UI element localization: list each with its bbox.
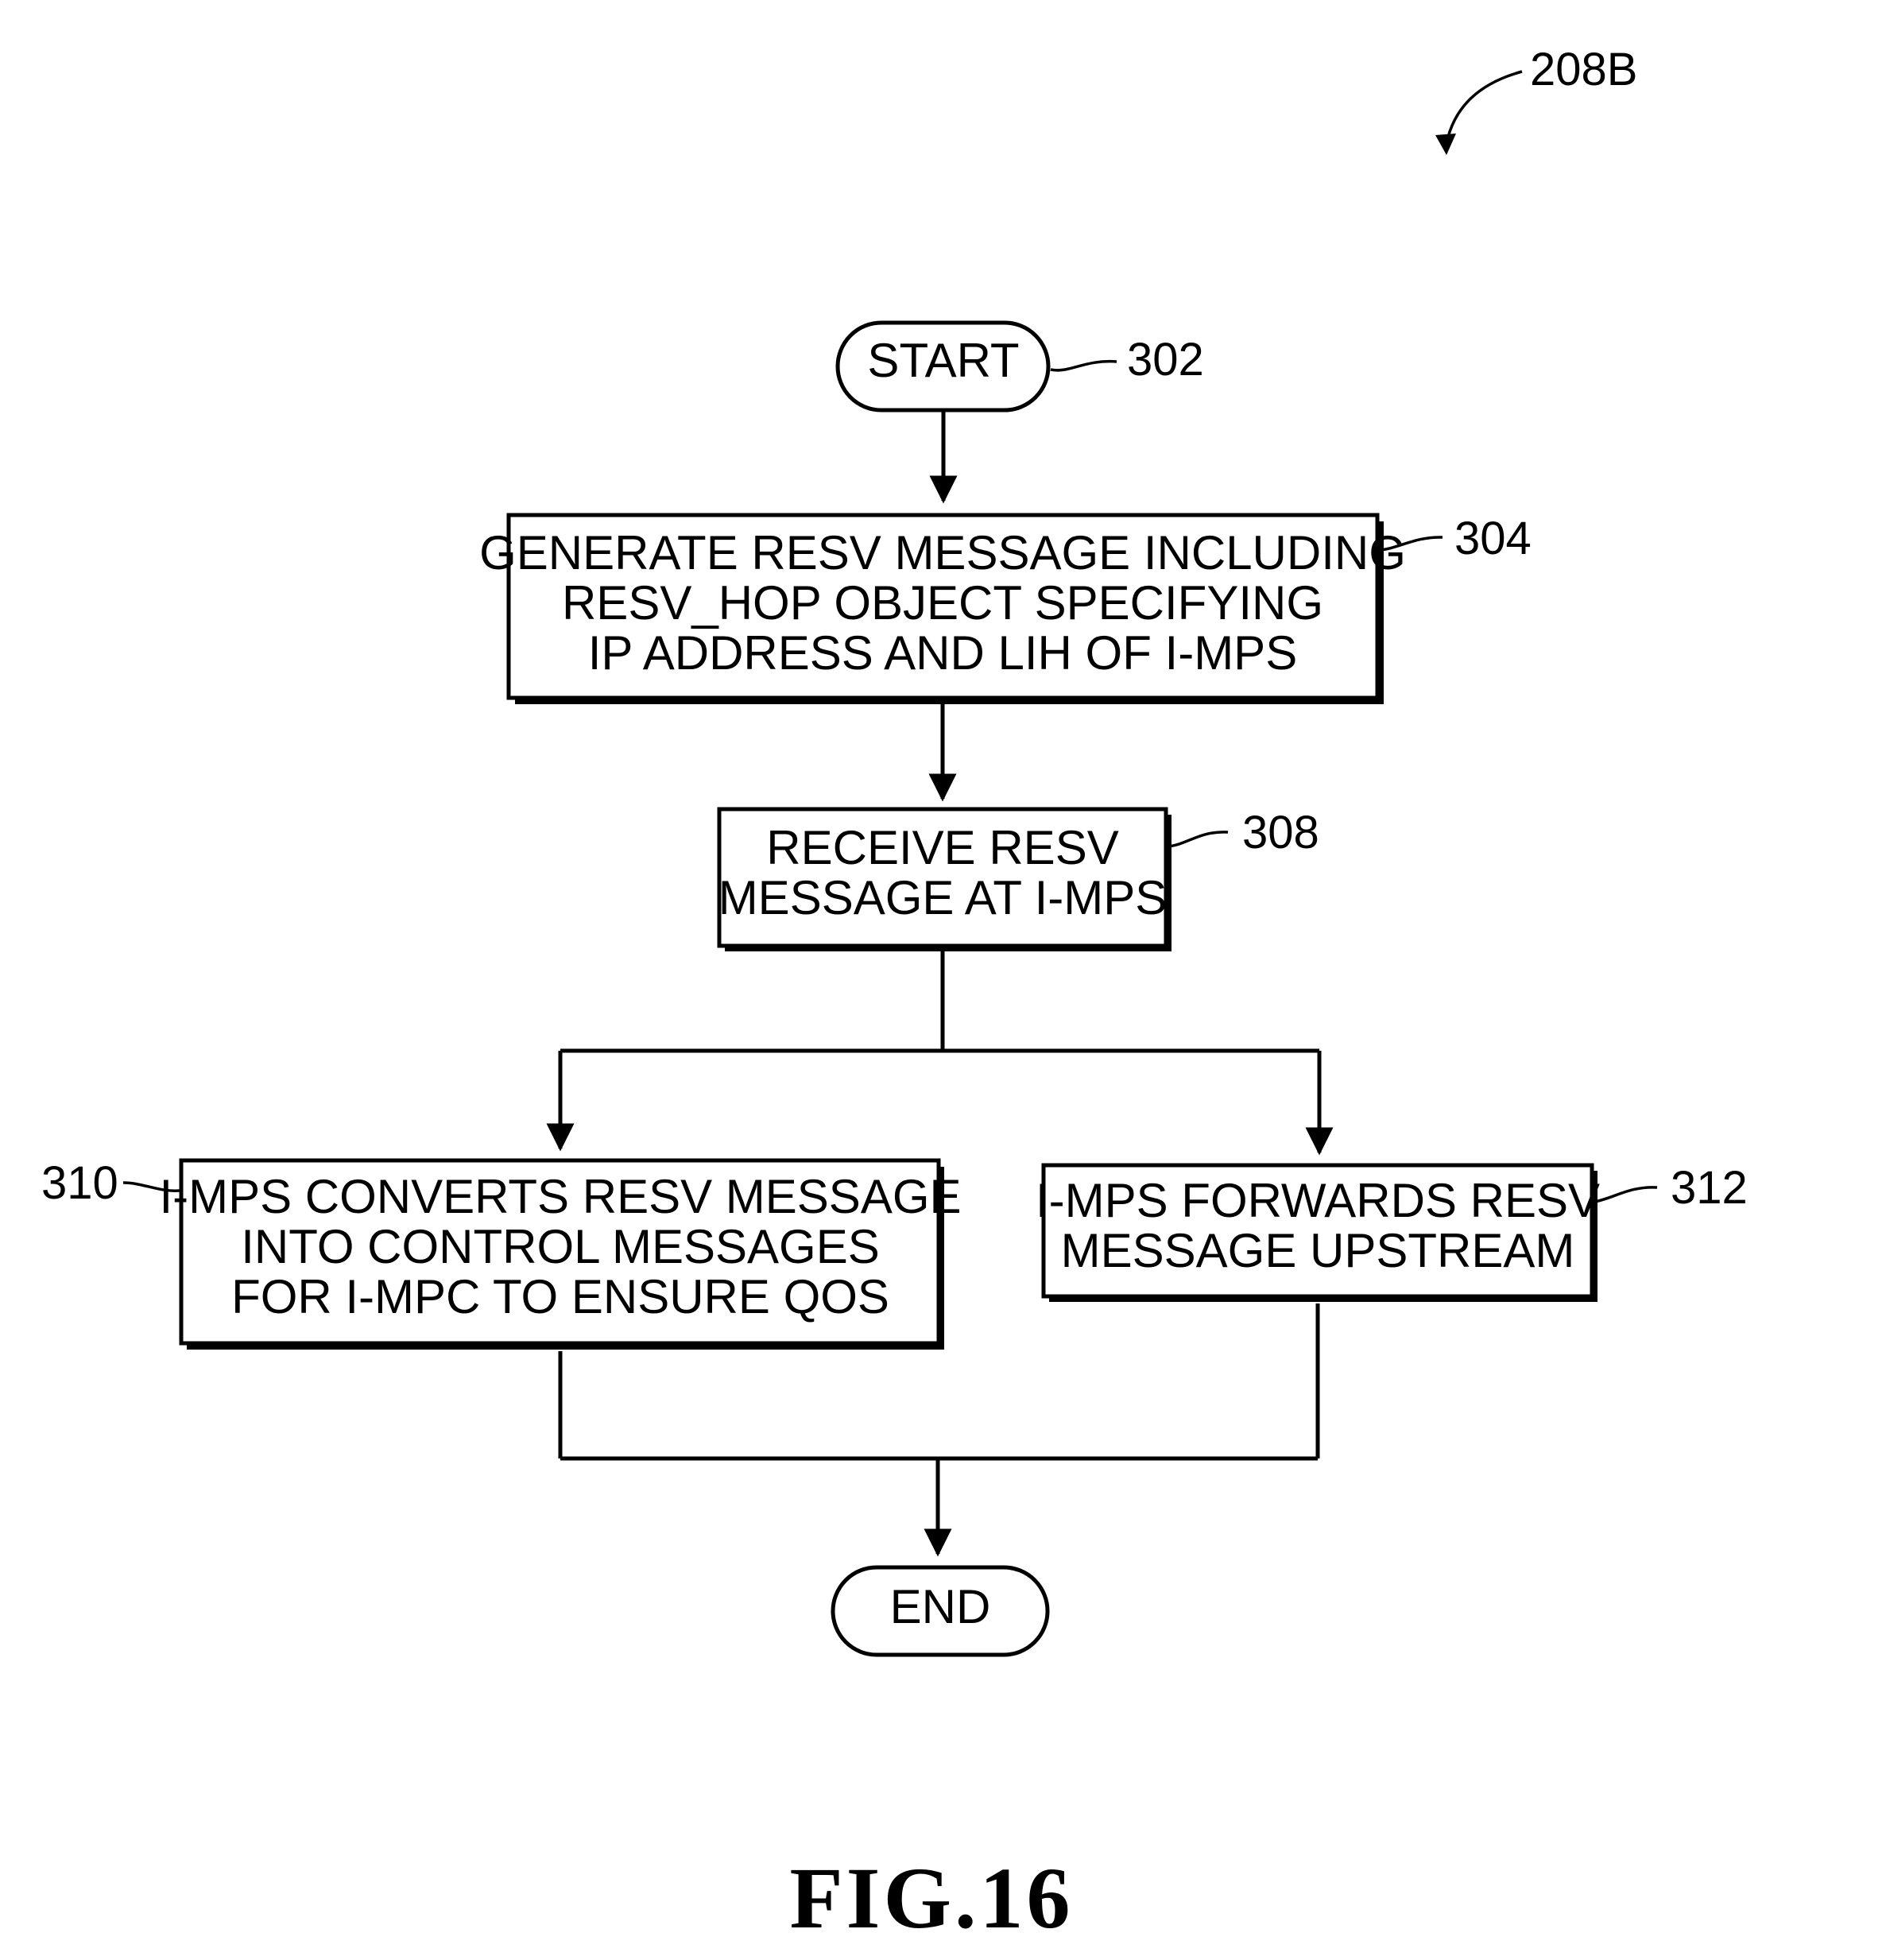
forward-line-2: MESSAGE UPSTREAM [1061, 1224, 1575, 1277]
forward-line-1: I-MPS FORWARDS RESV [1036, 1174, 1600, 1227]
generate-line-3: IP ADDRESS AND LIH OF I-MPS [588, 626, 1297, 680]
receive-ref-label: 308 [1242, 807, 1319, 858]
convert-ref-label: 310 [41, 1157, 118, 1209]
generate-line-1: GENERATE RESV MESSAGE INCLUDING [479, 526, 1406, 579]
receive-line-2: MESSAGE AT I-MPS [718, 871, 1168, 924]
generate-process-box: GENERATE RESV MESSAGE INCLUDING RESV_HOP… [479, 515, 1406, 704]
figure-ref-group: 208B [1435, 44, 1637, 155]
generate-ref-label: 304 [1454, 513, 1532, 564]
figure-title: FIG.16 [789, 1850, 1073, 1946]
figure-ref-label: 208B [1530, 44, 1637, 95]
end-terminal: END [833, 1567, 1048, 1655]
receive-ref-leader [1168, 832, 1228, 846]
forward-ref-label: 312 [1671, 1162, 1748, 1214]
branch-connector [560, 947, 1319, 1152]
convert-line-2: INTO CONTROL MESSAGES [241, 1220, 879, 1273]
start-ref-leader [1051, 362, 1117, 370]
start-terminal: START [838, 323, 1048, 410]
convert-line-1: I-MPS CONVERTS RESV MESSAGE [159, 1170, 961, 1223]
forward-ref-leader [1594, 1187, 1657, 1202]
end-label: END [890, 1580, 991, 1633]
receive-process-box: RECEIVE RESV MESSAGE AT I-MPS [718, 809, 1171, 951]
figure-ref-leader [1446, 72, 1522, 143]
start-label: START [867, 334, 1019, 387]
start-ref-label: 302 [1127, 334, 1204, 385]
receive-line-1: RECEIVE RESV [766, 821, 1118, 874]
convert-line-3: FOR I-MPC TO ENSURE QOS [231, 1270, 889, 1323]
convert-process-box: I-MPS CONVERTS RESV MESSAGE INTO CONTROL… [159, 1160, 961, 1350]
figure-ref-arrowhead [1435, 134, 1456, 155]
generate-line-2: RESV_HOP OBJECT SPECIFYING [562, 576, 1323, 629]
forward-process-box: I-MPS FORWARDS RESV MESSAGE UPSTREAM [1036, 1165, 1600, 1302]
